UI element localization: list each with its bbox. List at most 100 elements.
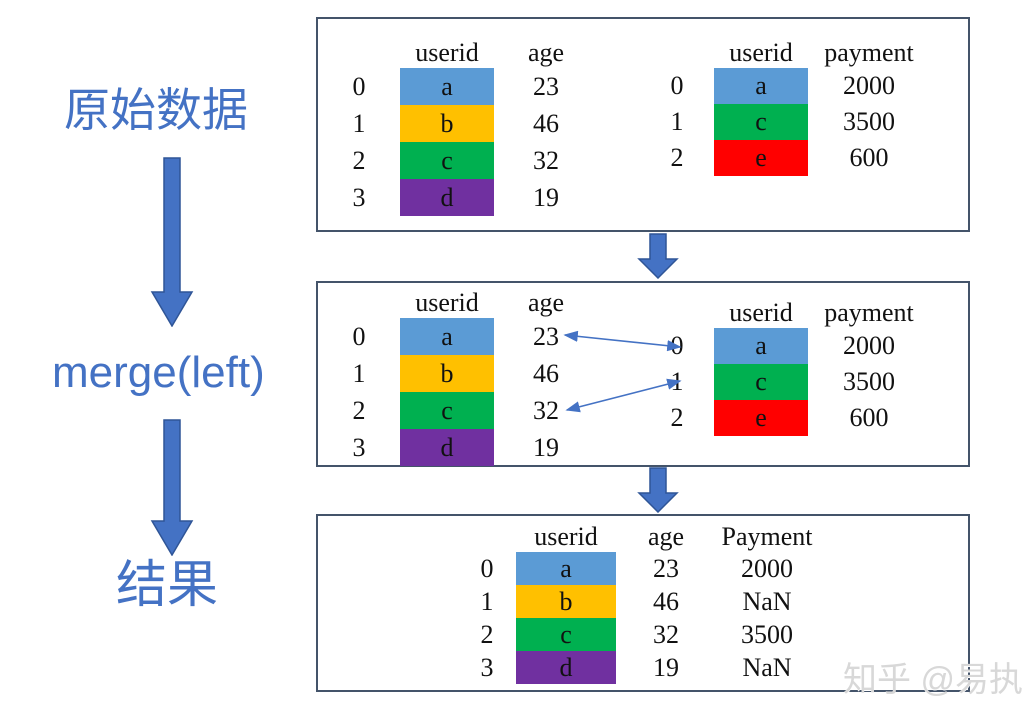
payment-cell: NaN bbox=[742, 652, 792, 682]
payment-column: payment 2000 3500 600 bbox=[814, 38, 924, 176]
userid-cell: d bbox=[516, 651, 616, 684]
payment-column: Payment 2000 NaN 3500 NaN bbox=[712, 522, 822, 684]
age-cell: 23 bbox=[653, 553, 679, 583]
age-cell: 23 bbox=[533, 71, 559, 101]
original-data-label: 原始数据 bbox=[64, 84, 248, 136]
result-label: 结果 bbox=[116, 556, 219, 613]
age-column: age 23 46 32 19 bbox=[514, 38, 578, 216]
index-cell: 0 bbox=[670, 71, 684, 100]
down-arrow-icon bbox=[150, 419, 194, 556]
down-arrow-icon bbox=[637, 467, 679, 513]
userid-cell: a bbox=[400, 318, 494, 355]
index-column: 0 1 2 bbox=[662, 38, 692, 176]
userid-column: userid a b c d bbox=[516, 522, 616, 684]
userid-column: userid a b c d bbox=[400, 38, 494, 216]
userid-cell: c bbox=[400, 142, 494, 179]
userid-cell: e bbox=[714, 140, 808, 176]
userid-cell: d bbox=[400, 429, 494, 466]
userid-header: userid bbox=[415, 38, 479, 67]
age-cell: 19 bbox=[533, 432, 559, 462]
original-data-panel: 0 1 2 3 userid a b c d age 23 46 32 19 bbox=[316, 17, 970, 232]
index-header bbox=[662, 38, 692, 68]
age-header: age bbox=[527, 38, 565, 67]
userid-header: userid bbox=[534, 522, 598, 551]
userid-cell: c bbox=[714, 364, 808, 400]
index-cell: 1 bbox=[352, 108, 366, 138]
watermark: 知乎 @易执 bbox=[843, 661, 1023, 699]
age-cell: 32 bbox=[533, 145, 559, 175]
age-column: age 23 46 32 19 bbox=[624, 522, 708, 684]
index-cell: 0 bbox=[480, 553, 494, 583]
age-cell: 46 bbox=[533, 108, 559, 138]
index-column: 0 1 2 3 bbox=[338, 38, 380, 216]
payment-cell: 600 bbox=[849, 143, 889, 172]
userid-cell: a bbox=[516, 552, 616, 585]
payment-header: payment bbox=[824, 298, 914, 327]
userid-header: userid bbox=[729, 38, 793, 67]
userid-column: userid a c e bbox=[714, 38, 808, 176]
index-cell: 0 bbox=[352, 71, 366, 101]
index-column: 0 1 2 3 bbox=[472, 522, 502, 684]
age-cell: 32 bbox=[653, 619, 679, 649]
index-cell: 2 bbox=[352, 145, 366, 175]
userid-cell: a bbox=[714, 328, 808, 364]
index-column: 0 1 2 3 bbox=[338, 288, 380, 466]
age-header: age bbox=[527, 288, 565, 317]
index-cell: 2 bbox=[352, 395, 366, 425]
index-cell: 2 bbox=[670, 143, 684, 172]
payment-cell: 2000 bbox=[843, 71, 895, 100]
result-dataframe: 0 1 2 3 userid a b c d age 23 46 32 19 P… bbox=[472, 522, 822, 687]
age-header: age bbox=[647, 522, 685, 551]
index-cell: 0 bbox=[352, 321, 366, 351]
index-cell: 3 bbox=[480, 652, 494, 682]
payment-column: payment 2000 3500 600 bbox=[814, 298, 924, 436]
index-cell: 0 bbox=[670, 331, 684, 360]
userid-cell: b bbox=[516, 585, 616, 618]
userid-column: userid a b c d bbox=[400, 288, 494, 466]
index-cell: 2 bbox=[480, 619, 494, 649]
payment-cell: 3500 bbox=[741, 619, 793, 649]
userid-header: userid bbox=[415, 288, 479, 317]
userid-cell: a bbox=[714, 68, 808, 104]
userid-column: userid a c e bbox=[714, 298, 808, 436]
index-cell: 1 bbox=[352, 358, 366, 388]
userid-cell: a bbox=[400, 68, 494, 105]
down-arrow-icon bbox=[150, 157, 194, 327]
age-dataframe-merge: 0 1 2 3 userid a b c d age 23 46 3 2 19 bbox=[338, 288, 578, 468]
userid-cell: c bbox=[400, 392, 494, 429]
index-cell: 1 bbox=[480, 586, 494, 616]
index-header bbox=[472, 522, 502, 552]
index-cell: 3 bbox=[352, 182, 366, 212]
userid-cell: c bbox=[714, 104, 808, 140]
payment-cell: 3500 bbox=[843, 367, 895, 396]
payment-dataframe-merge: 0 1 2 userid a c e payment 2000 3500 600 bbox=[662, 298, 924, 448]
down-arrow-icon bbox=[637, 233, 679, 279]
index-cell: 2 bbox=[670, 403, 684, 432]
index-header bbox=[662, 298, 692, 328]
payment-cell: 3500 bbox=[843, 107, 895, 136]
age-cell: 23 bbox=[533, 321, 559, 351]
payment-header: payment bbox=[824, 38, 914, 67]
index-cell: 1 bbox=[670, 367, 684, 396]
payment-cell: 600 bbox=[849, 403, 889, 432]
index-column: 0 1 2 bbox=[662, 298, 692, 436]
merge-left-label: merge(left) bbox=[52, 348, 265, 397]
merge-panel: 0 1 2 3 userid a b c d age 23 46 3 2 19 bbox=[316, 281, 970, 467]
payment-cell: NaN bbox=[742, 586, 792, 616]
payment-cell: 2000 bbox=[741, 553, 793, 583]
payment-cell: 2000 bbox=[843, 331, 895, 360]
age-cell: 19 bbox=[533, 182, 559, 212]
userid-header: userid bbox=[729, 298, 793, 327]
age-cell: 19 bbox=[653, 652, 679, 682]
age-cell: 46 bbox=[533, 358, 559, 388]
userid-cell: c bbox=[516, 618, 616, 651]
index-header bbox=[338, 288, 380, 318]
age-cell: 46 bbox=[653, 586, 679, 616]
userid-cell: b bbox=[400, 105, 494, 142]
result-panel: 0 1 2 3 userid a b c d age 23 46 32 19 P… bbox=[316, 514, 970, 692]
index-cell: 1 bbox=[670, 107, 684, 136]
index-header bbox=[338, 38, 380, 68]
index-cell: 3 bbox=[352, 432, 366, 462]
payment-dataframe: 0 1 2 userid a c e payment 2000 3500 600 bbox=[662, 38, 924, 188]
